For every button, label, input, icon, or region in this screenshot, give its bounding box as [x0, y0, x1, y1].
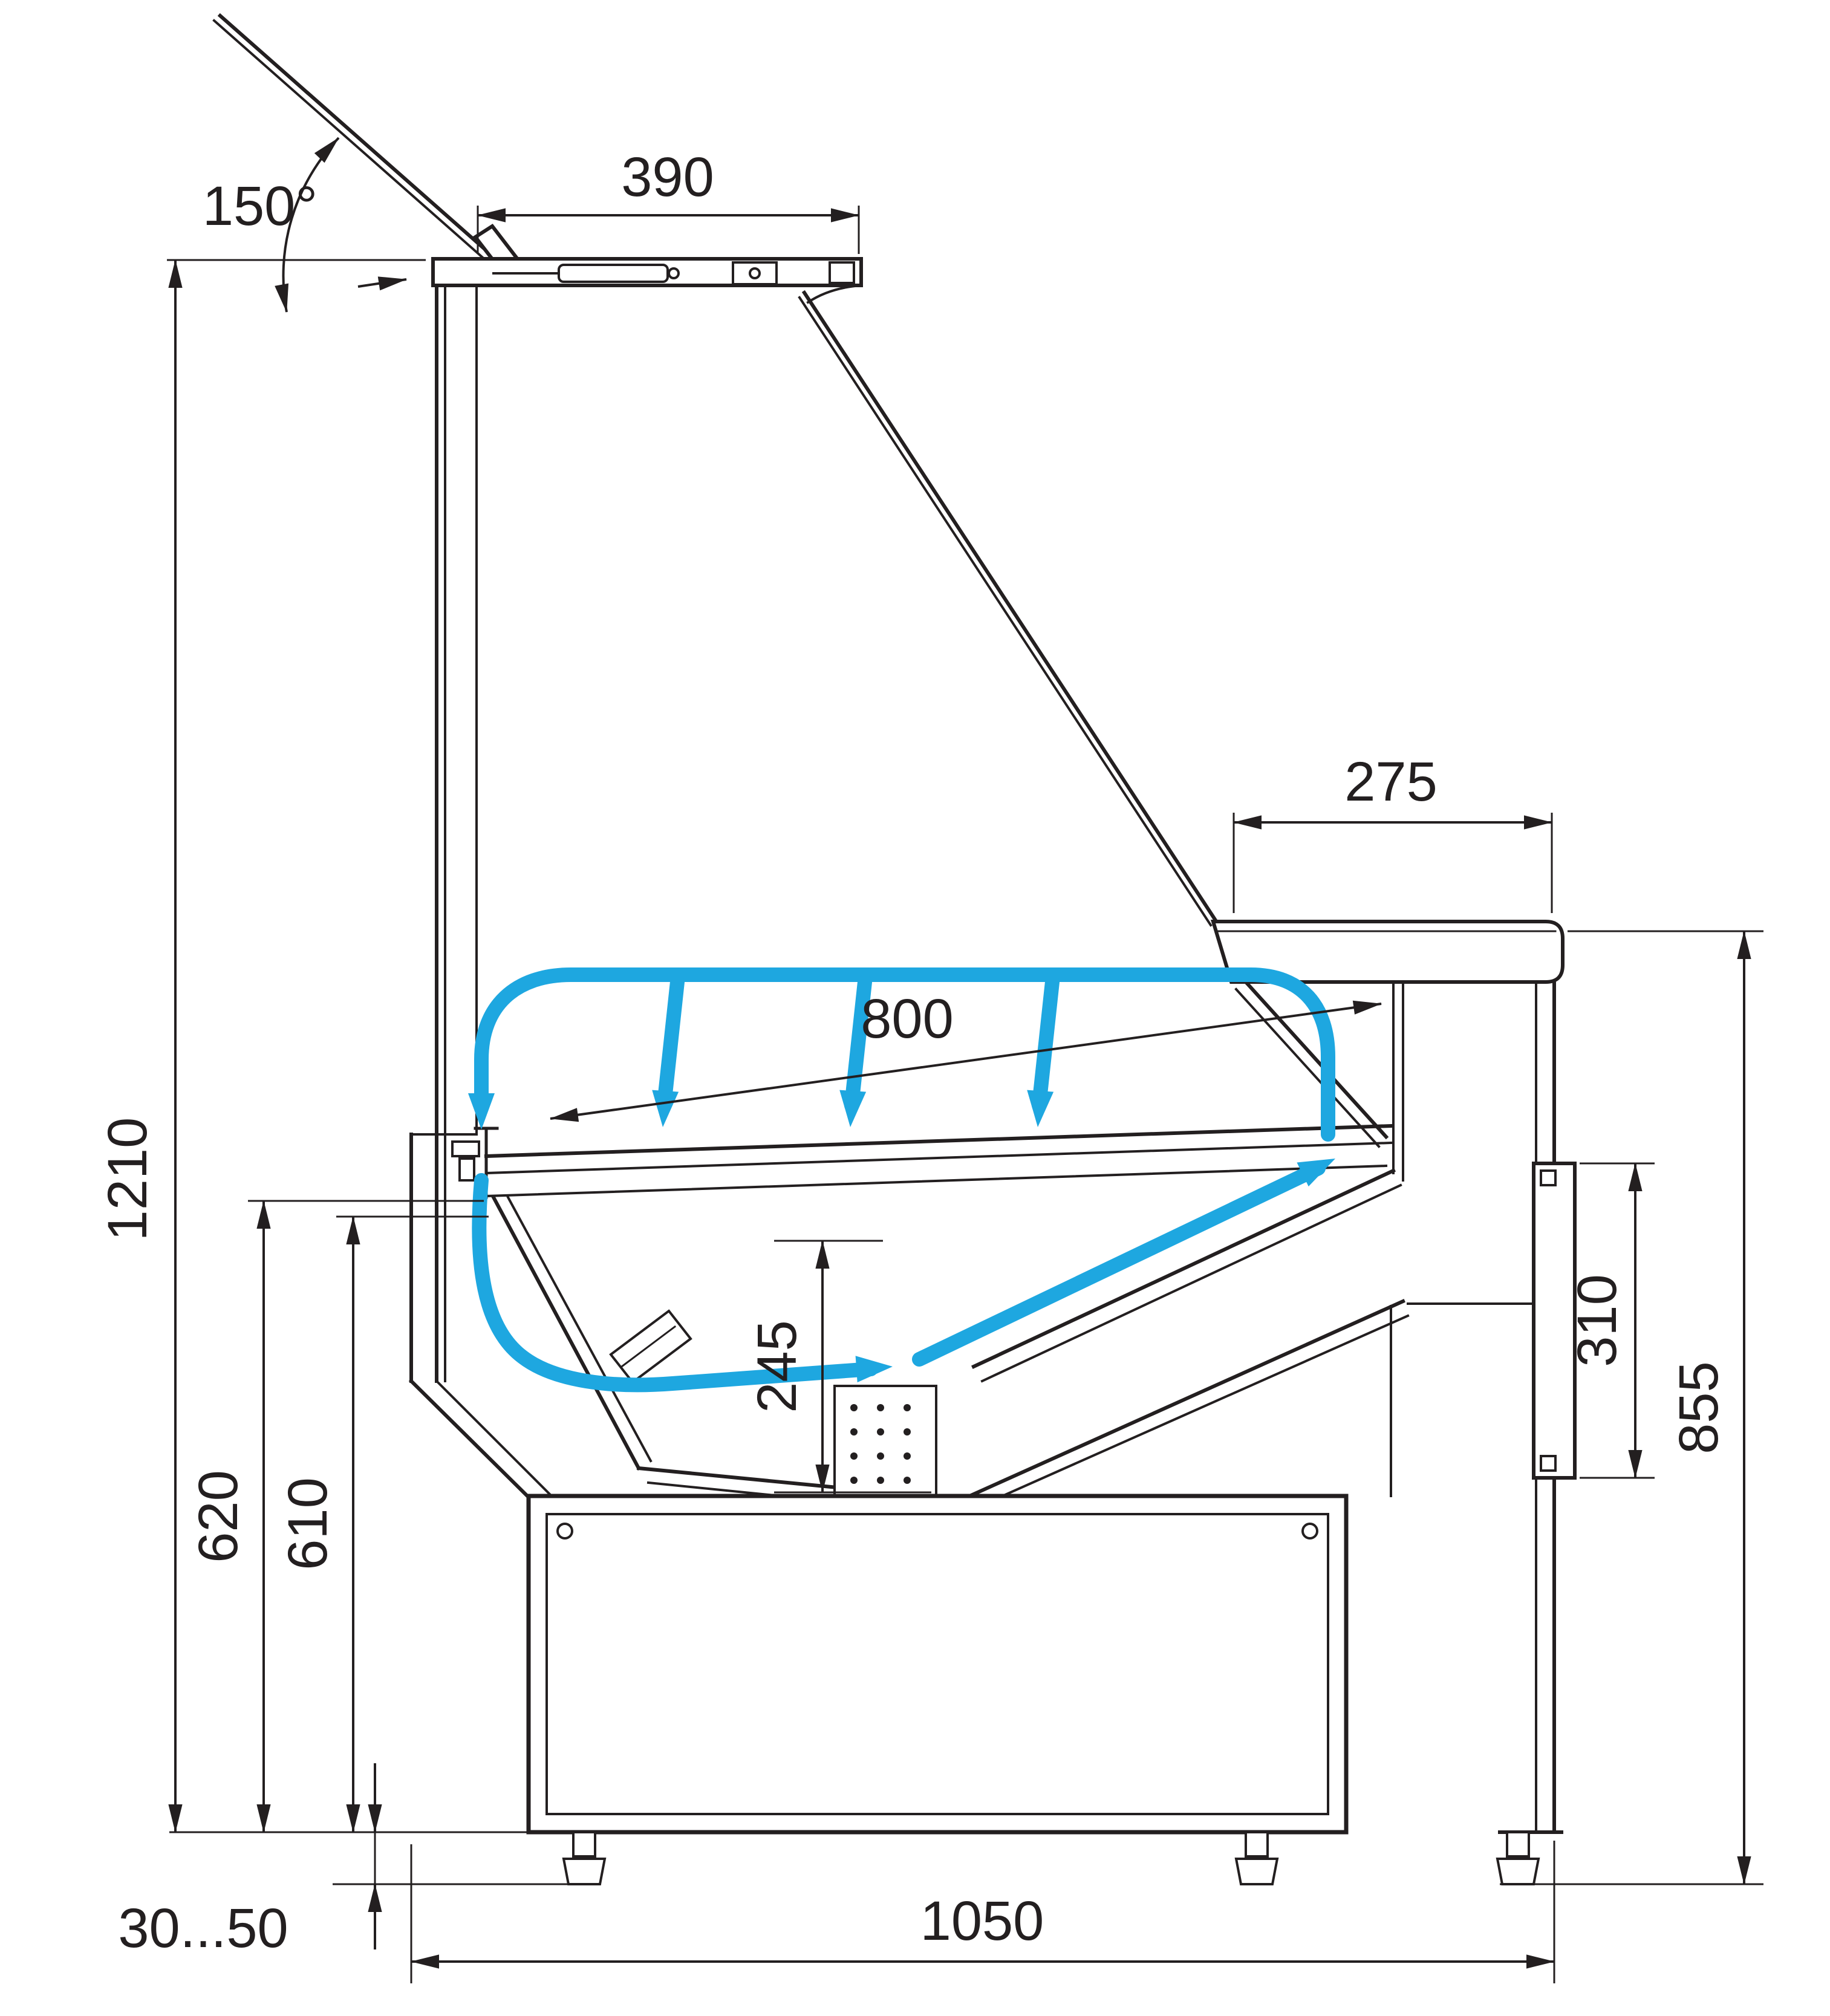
adjustable-foot [562, 1858, 607, 1885]
dimensions [167, 137, 1763, 1983]
fan-bracket [609, 1309, 692, 1384]
dim-label-base-length: 1050 [920, 1890, 1044, 1952]
hinge-pointer-arrow [357, 276, 407, 291]
dim-label-lid-angle: 150° [203, 175, 317, 237]
hinge-plate [732, 261, 778, 285]
display-deck [451, 1123, 1393, 1199]
airflow-path-riser [912, 1161, 1326, 1367]
airflow-path-branch [657, 975, 685, 1113]
perforation-dots [850, 1404, 911, 1484]
adjustable-foot [1234, 1858, 1279, 1885]
airflow-path-return [472, 1173, 878, 1393]
front-glass [798, 284, 1219, 927]
bolt [556, 1523, 573, 1540]
dim-label-well-depth: 245 [746, 1320, 808, 1413]
gas-spring [558, 264, 669, 283]
dim-label-counter-height: 855 [1668, 1361, 1730, 1454]
perforated-panel [833, 1385, 937, 1503]
dim-line-800 [550, 1000, 1382, 1122]
dim-label-counter-depth: 275 [1344, 751, 1438, 813]
work-counter [1210, 920, 1565, 984]
adjustable-foot [1496, 1858, 1540, 1885]
dim-label-back-height-inner: 610 [277, 1477, 339, 1570]
case-structure [212, 13, 1577, 1885]
dim-label-top-width: 390 [621, 146, 714, 208]
dim-label-overall-height: 1210 [97, 1117, 158, 1241]
air-duct [971, 979, 1535, 1497]
dim-label-deck-length: 800 [861, 988, 954, 1050]
dim-label-grille-height: 310 [1566, 1274, 1628, 1367]
dim-label-back-height-outer: 620 [187, 1470, 249, 1563]
bolt [1301, 1523, 1318, 1540]
dim-label-foot-range: 30...50 [118, 1897, 288, 1959]
dim-arc-150 [275, 137, 340, 313]
base-plinth [526, 1494, 1349, 1835]
back-wall [408, 284, 553, 1500]
dimension-labels: 390 150° 275 800 1210 620 610 245 310 85… [97, 146, 1730, 1959]
airflow-arrowheads [468, 1090, 1335, 1383]
airflow-path-branch [1032, 975, 1060, 1113]
return-air-grille [1532, 1162, 1577, 1480]
lid-open-glass [217, 13, 511, 273]
adjustable-feet [562, 1831, 1540, 1885]
right-panel [1498, 980, 1577, 1834]
